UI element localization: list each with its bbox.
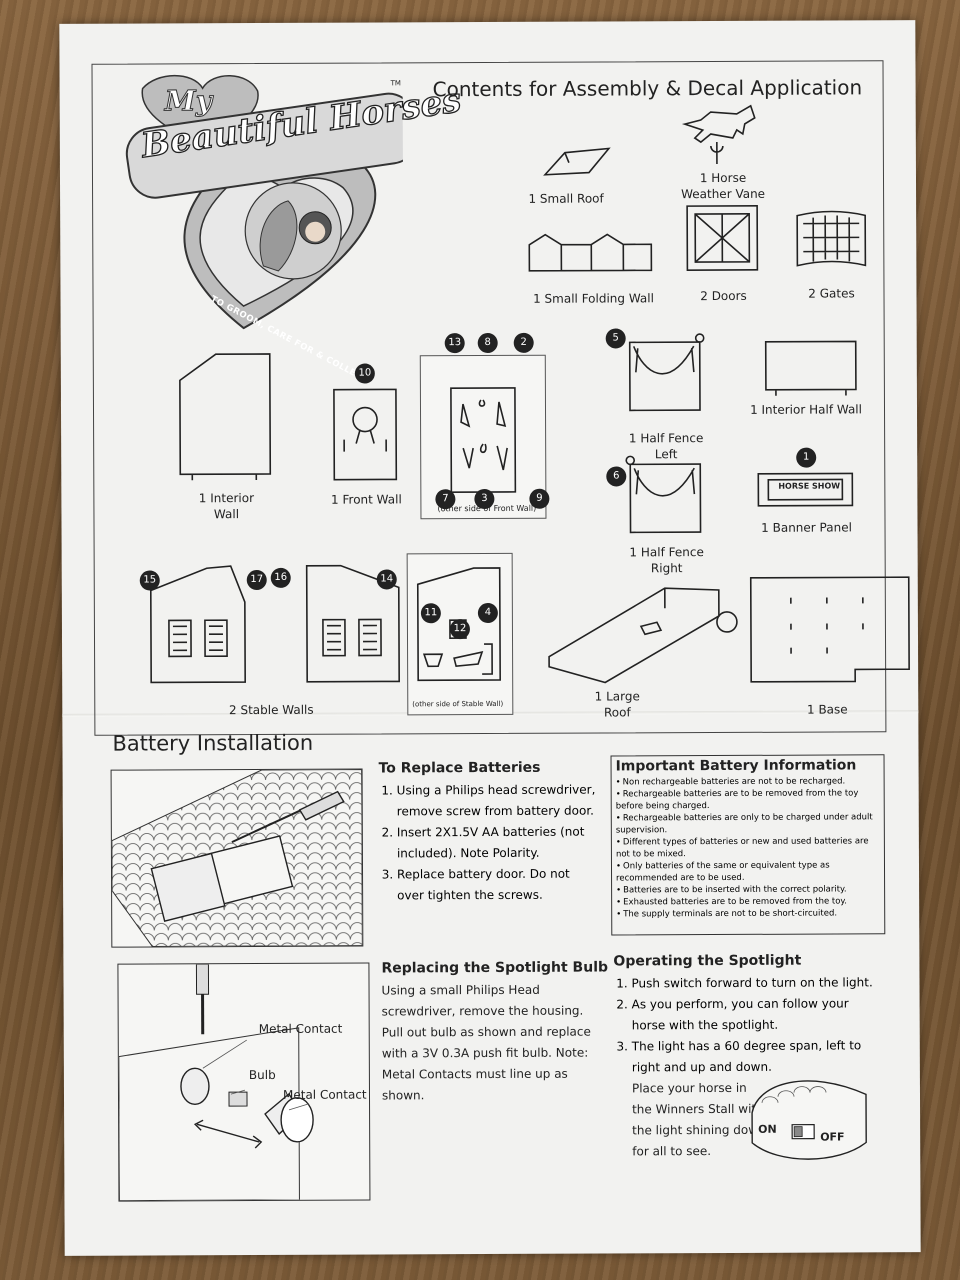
replace-batteries-section: To Replace Batteries Using a Philips hea… [379,760,600,907]
logo-trademark: TM [390,79,401,88]
stable-wall-left-icon [149,565,246,684]
gates-label: 2 Gates [808,286,855,301]
info-item: Non rechargeable batteries are not to be… [616,775,880,788]
battery-illustration [110,768,364,948]
half-fence-left-label-1: 1 Half Fence [628,431,704,446]
stable-wall-right-icon [305,564,400,683]
spotlight-bulb-section: Replacing the Spotlight Bulb Using a sma… [381,959,612,1106]
decal-number-11: 11 [420,603,441,624]
contents-panel: My Beautiful Horses TM TO GROOM, CARE FO… [91,60,910,736]
info-item: Only batteries of the same or equivalent… [616,859,880,884]
bulb-replacement-icon [118,963,314,1201]
decal-number-7: 7 [435,489,456,510]
decal-number-13: 13 [444,333,465,354]
decal-number-3: 3 [474,488,495,510]
stable-wall-back-label: (other side of Stable Wall) [412,699,504,709]
info-item: Rechargeable batteries are only to be ch… [616,811,880,836]
small-folding-wall-label: 1 Small Folding Wall [533,291,654,306]
spotlight-bulb-text: Using a small Philips Head screwdriver, … [381,982,591,1103]
small-roof-icon [543,147,611,176]
doors-label: 2 Doors [700,288,747,304]
operating-step-2: As you perform, you can follow your hors… [632,993,882,1036]
decal-number-1: 1 [796,447,817,468]
info-item: Different types of batteries or new and … [616,835,880,860]
banner-panel-label: 1 Banner Panel [761,520,852,535]
decal-number-4: 4 [477,602,498,624]
small-folding-wall-icon [528,233,653,272]
switch-on-label: ON [758,1122,777,1136]
operating-step-1: Push switch forward to turn on the light… [631,972,881,994]
logo-my-text: My [164,84,212,118]
stable-walls-label: 2 Stable Walls [228,702,314,718]
on-off-switch-illustration: ON OFF [748,1072,872,1165]
decal-number-2: 2 [513,332,534,353]
banner-panel-text: HORSE SHOW [778,481,841,491]
decal-number-15: 15 [139,570,160,591]
base-icon [749,576,910,683]
large-roof-icon [548,587,738,684]
large-roof-label-2: Roof [603,705,631,720]
operating-spotlight-title: Operating the Spotlight [613,952,802,970]
info-item: Rechargeable batteries are to be removed… [616,787,880,812]
info-item: The supply terminals are not to be short… [616,907,880,920]
switch-off-label: OFF [820,1130,845,1144]
front-wall-back-icon [450,387,517,493]
interior-half-wall-label: 1 Interior Half Wall [750,402,862,417]
spotlight-bulb-illustration: Metal Contact Bulb Metal Contact [117,962,371,1202]
small-roof-label: 1 Small Roof [528,191,604,206]
half-fence-right-label-1: 1 Half Fence [629,545,704,560]
decal-number-5: 5 [605,328,626,349]
replace-step-2: Insert 2X1.5V AA batteries (not included… [397,822,599,865]
doors-icon [686,205,759,271]
important-battery-info-title: Important Battery Information [615,757,857,775]
decal-number-12: 12 [449,619,471,640]
metal-contact-label-1: Metal Contact [258,1021,343,1037]
interior-wall-icon [179,353,272,481]
operating-spotlight-steps: Push switch forward to turn on the light… [613,972,881,1078]
decal-number-17: 17 [246,569,267,591]
weather-vane-label-1: 1 Horse [699,170,747,186]
banner-panel-icon [757,472,854,507]
gates-icon [796,210,867,267]
battery-installation-title: Battery Installation [112,730,314,756]
battery-door-screwdriver-icon [111,769,363,947]
decal-number-8: 8 [477,332,498,354]
front-wall-label: 1 Front Wall [330,492,402,507]
decal-number-16: 16 [270,567,291,588]
bulb-label: Bulb [248,1067,276,1083]
front-wall-icon [333,388,398,481]
interior-wall-label-2: Wall [213,507,240,522]
info-item: Exhausted batteries are to be removed fr… [616,895,880,908]
decal-number-14: 14 [376,569,397,590]
decal-number-10: 10 [354,363,375,384]
instruction-sheet: My Beautiful Horses TM TO GROOM, CARE FO… [59,20,921,1256]
switch-icon [751,1080,867,1160]
decal-number-9: 9 [529,488,550,509]
replace-batteries-title: To Replace Batteries [378,759,541,777]
interior-half-wall-icon [764,340,857,396]
replace-step-1: Using a Philips head screwdriver, remove… [397,780,599,823]
important-battery-info-box: Important Battery Information Non rechar… [610,754,886,936]
weather-vane-label-2: Weather Vane [681,186,766,202]
replace-step-3: Replace battery door. Do not over tighte… [397,864,599,907]
interior-wall-label-1: 1 Interior [198,491,255,506]
large-roof-label-1: 1 Large [594,689,640,704]
decal-number-6: 6 [606,466,627,487]
spotlight-bulb-title: Replacing the Spotlight Bulb [381,959,609,977]
half-fence-left-icon [628,333,705,412]
horse-weather-vane-icon [681,104,756,165]
contents-title: Contents for Assembly & Decal Applicatio… [432,75,863,102]
half-fence-right-icon [625,455,702,534]
replace-batteries-steps: Using a Philips head screwdriver, remove… [379,780,600,907]
important-battery-info-list: Non rechargeable batteries are not to be… [616,775,881,920]
logo-heart-icon [125,75,404,330]
metal-contact-label-2: Metal Contact [282,1087,367,1102]
brand-logo: My Beautiful Horses TM TO GROOM, CARE FO… [103,65,464,385]
half-fence-right-label-2: Right [650,561,683,576]
base-label: 1 Base [806,702,848,717]
